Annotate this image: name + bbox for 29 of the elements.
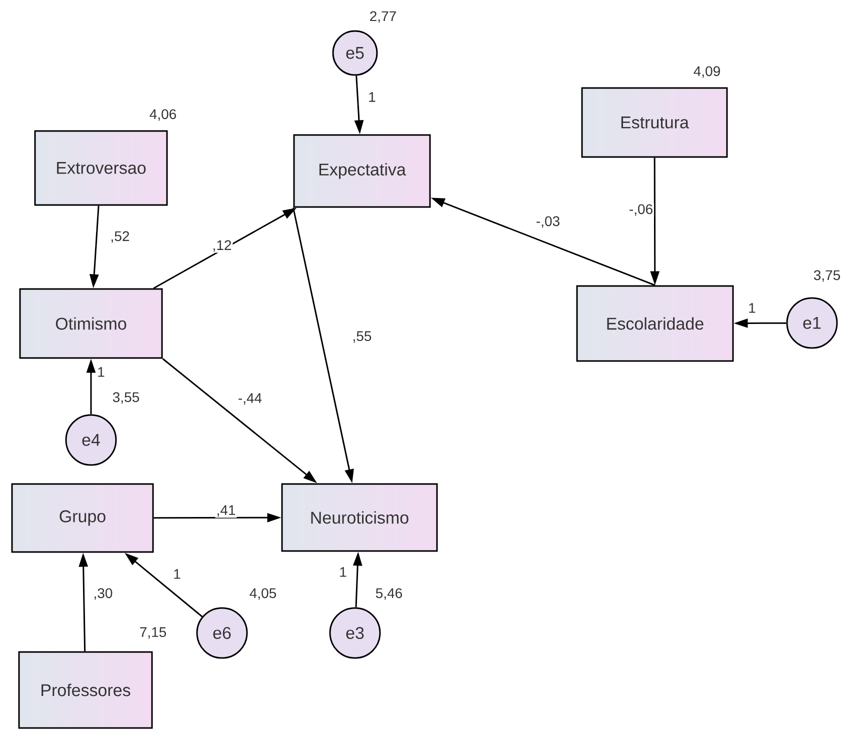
variance-value: 2,77 [370, 11, 396, 23]
path-coefficient: ,41 [215, 504, 237, 518]
path-coefficient: 1 [367, 91, 377, 103]
variance-value: 5,46 [376, 588, 402, 600]
variance-value: 4,05 [250, 588, 276, 600]
path-coefficient: -,03 [534, 215, 562, 229]
variance-value: 3,55 [112, 392, 140, 404]
variable-box: Otimismo [19, 288, 163, 359]
path-coefficient: 1 [747, 302, 757, 314]
variable-box: Expectativa [293, 134, 431, 208]
variance-value: 4,06 [150, 109, 176, 121]
variable-box: Grupo [11, 483, 154, 553]
path-coefficient: 1 [96, 366, 106, 378]
path-coefficient: ,12 [211, 239, 233, 253]
path-coefficient: ,30 [92, 587, 114, 601]
path-coefficient: -,06 [628, 203, 654, 217]
path-coefficient: 1 [338, 566, 348, 578]
path-coefficient: ,55 [351, 330, 373, 344]
variance-value: 7,15 [140, 627, 166, 639]
variance-value: 4,09 [694, 66, 720, 78]
variable-box: Escolaridade [576, 285, 734, 362]
variance-value: 3,75 [814, 270, 840, 282]
variable-box: Estrutura [581, 87, 728, 158]
variable-box: Extroversao [34, 130, 168, 206]
variable-box: Professores [18, 651, 153, 729]
variable-box: Neuroticismo [281, 483, 438, 552]
path-coefficient: 1 [172, 568, 182, 580]
path-coefficient: -,44 [236, 392, 264, 406]
path-coefficient: ,52 [109, 230, 131, 244]
